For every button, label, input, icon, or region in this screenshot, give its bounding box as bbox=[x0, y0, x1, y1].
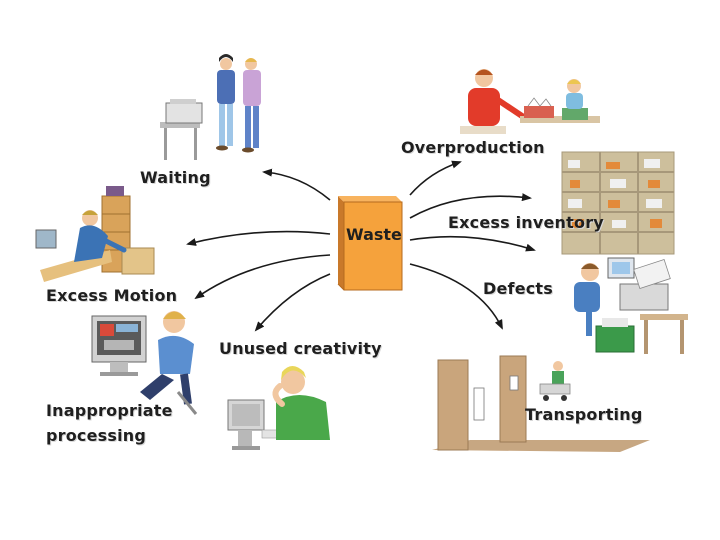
label-inappropriate-processing-line1: Inappropriate bbox=[46, 401, 173, 420]
defects-illustration bbox=[574, 257, 688, 354]
excess-inventory-illustration bbox=[561, 151, 675, 255]
arrow-inappropriate-processing bbox=[194, 254, 331, 300]
label-inappropriate-processing-line2: processing bbox=[46, 426, 147, 445]
label-unused-creativity: Unused creativity bbox=[219, 339, 382, 358]
arrow-overproduction bbox=[409, 160, 462, 196]
arrow-defects bbox=[409, 235, 536, 252]
arrow-excess-inventory bbox=[409, 193, 532, 219]
arrow-transporting bbox=[409, 263, 503, 330]
unused-creativity-illustration bbox=[227, 366, 330, 450]
inappropriate-processing-illustration bbox=[91, 311, 198, 415]
label-inappropriate-processing: Inappropriate processing bbox=[46, 398, 173, 448]
waste-box bbox=[337, 196, 403, 291]
overproduction-illustration bbox=[460, 69, 600, 134]
label-excess-inventory: Excess inventory bbox=[448, 213, 604, 232]
label-waiting: Waiting bbox=[140, 168, 211, 187]
label-transporting: Transporting bbox=[525, 405, 643, 424]
transporting-illustration bbox=[432, 355, 650, 452]
arrow-waiting bbox=[262, 168, 331, 201]
waste-label: Waste bbox=[346, 225, 402, 244]
arrow-excess-motion bbox=[186, 230, 331, 246]
arrow-unused-creativity bbox=[254, 273, 331, 332]
waiting-illustration bbox=[160, 54, 261, 160]
excess-motion-illustration bbox=[35, 186, 155, 282]
arrows bbox=[186, 160, 536, 332]
label-defects: Defects bbox=[483, 279, 554, 298]
label-excess-motion: Excess Motion bbox=[46, 286, 178, 305]
label-overproduction: Overproduction bbox=[401, 138, 545, 157]
